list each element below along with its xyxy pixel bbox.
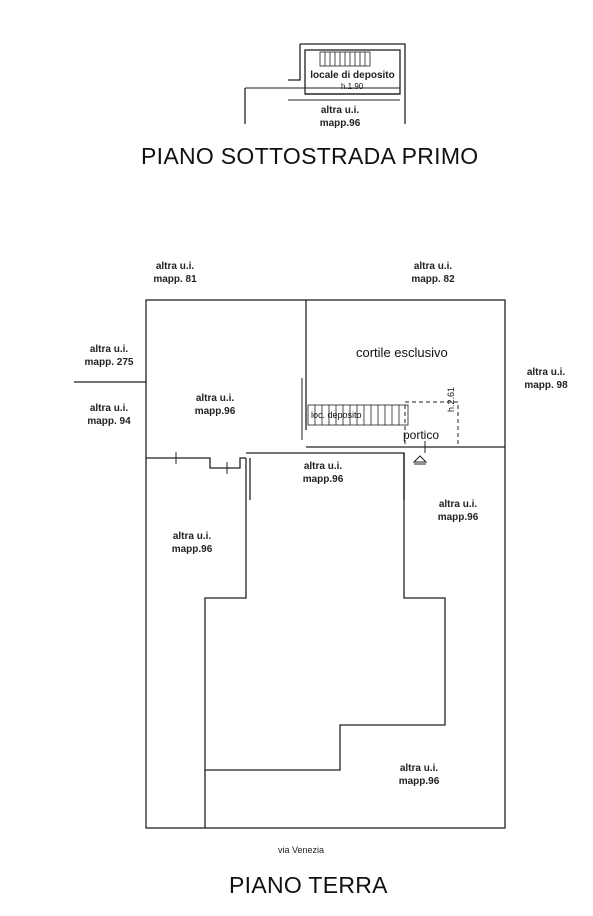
basement-plan [244, 43, 406, 124]
west-top-unit: altra u.i. mapp. 275 [84, 344, 134, 368]
ground-floor-plan [74, 299, 506, 829]
east-unit: altra u.i. mapp. 98 [524, 367, 568, 391]
north-right-unit: altra u.i. mapp. 82 [411, 261, 455, 285]
central-block-outline [204, 458, 247, 828]
ground-title: PIANO TERRA [229, 872, 388, 898]
basement-room-label: locale di deposito [310, 70, 395, 81]
basement-title: PIANO SOTTOSTRADA PRIMO [141, 143, 479, 169]
west-bottom-unit: altra u.i. mapp. 94 [87, 403, 131, 427]
lot-boundary [145, 299, 506, 829]
north-left-unit: altra u.i. mapp. 81 [153, 261, 197, 285]
inner-se-unit: altra u.i. mapp.96 [398, 763, 440, 787]
small-deposit-stairs [307, 404, 409, 426]
inner-center-unit: altra u.i. mapp.96 [302, 461, 344, 485]
basement-wall-top [300, 43, 406, 124]
inner-east-unit: altra u.i. mapp.96 [437, 499, 479, 523]
entrance-marker-icon [412, 455, 428, 463]
small-deposit-label: loc. deposito [311, 410, 362, 420]
basement-other-unit: altra u.i. mapp.96 [319, 105, 361, 129]
portico-label: portico [403, 428, 440, 442]
central-block-right [205, 453, 446, 771]
inner-west-unit: altra u.i. mapp.96 [171, 531, 213, 555]
portico-height: h.2.61 [446, 386, 456, 412]
deposit-room-box [304, 49, 401, 95]
inner-divider-left [146, 457, 246, 469]
inner-nw-unit: altra u.i. mapp.96 [194, 393, 236, 417]
street-label: via Venezia [278, 845, 325, 855]
basement-room-height: h.1.90 [341, 82, 364, 91]
courtyard-label: cortile esclusivo [356, 345, 448, 360]
basement-wall-outer [288, 44, 301, 81]
basement-stair-icon [319, 51, 371, 67]
